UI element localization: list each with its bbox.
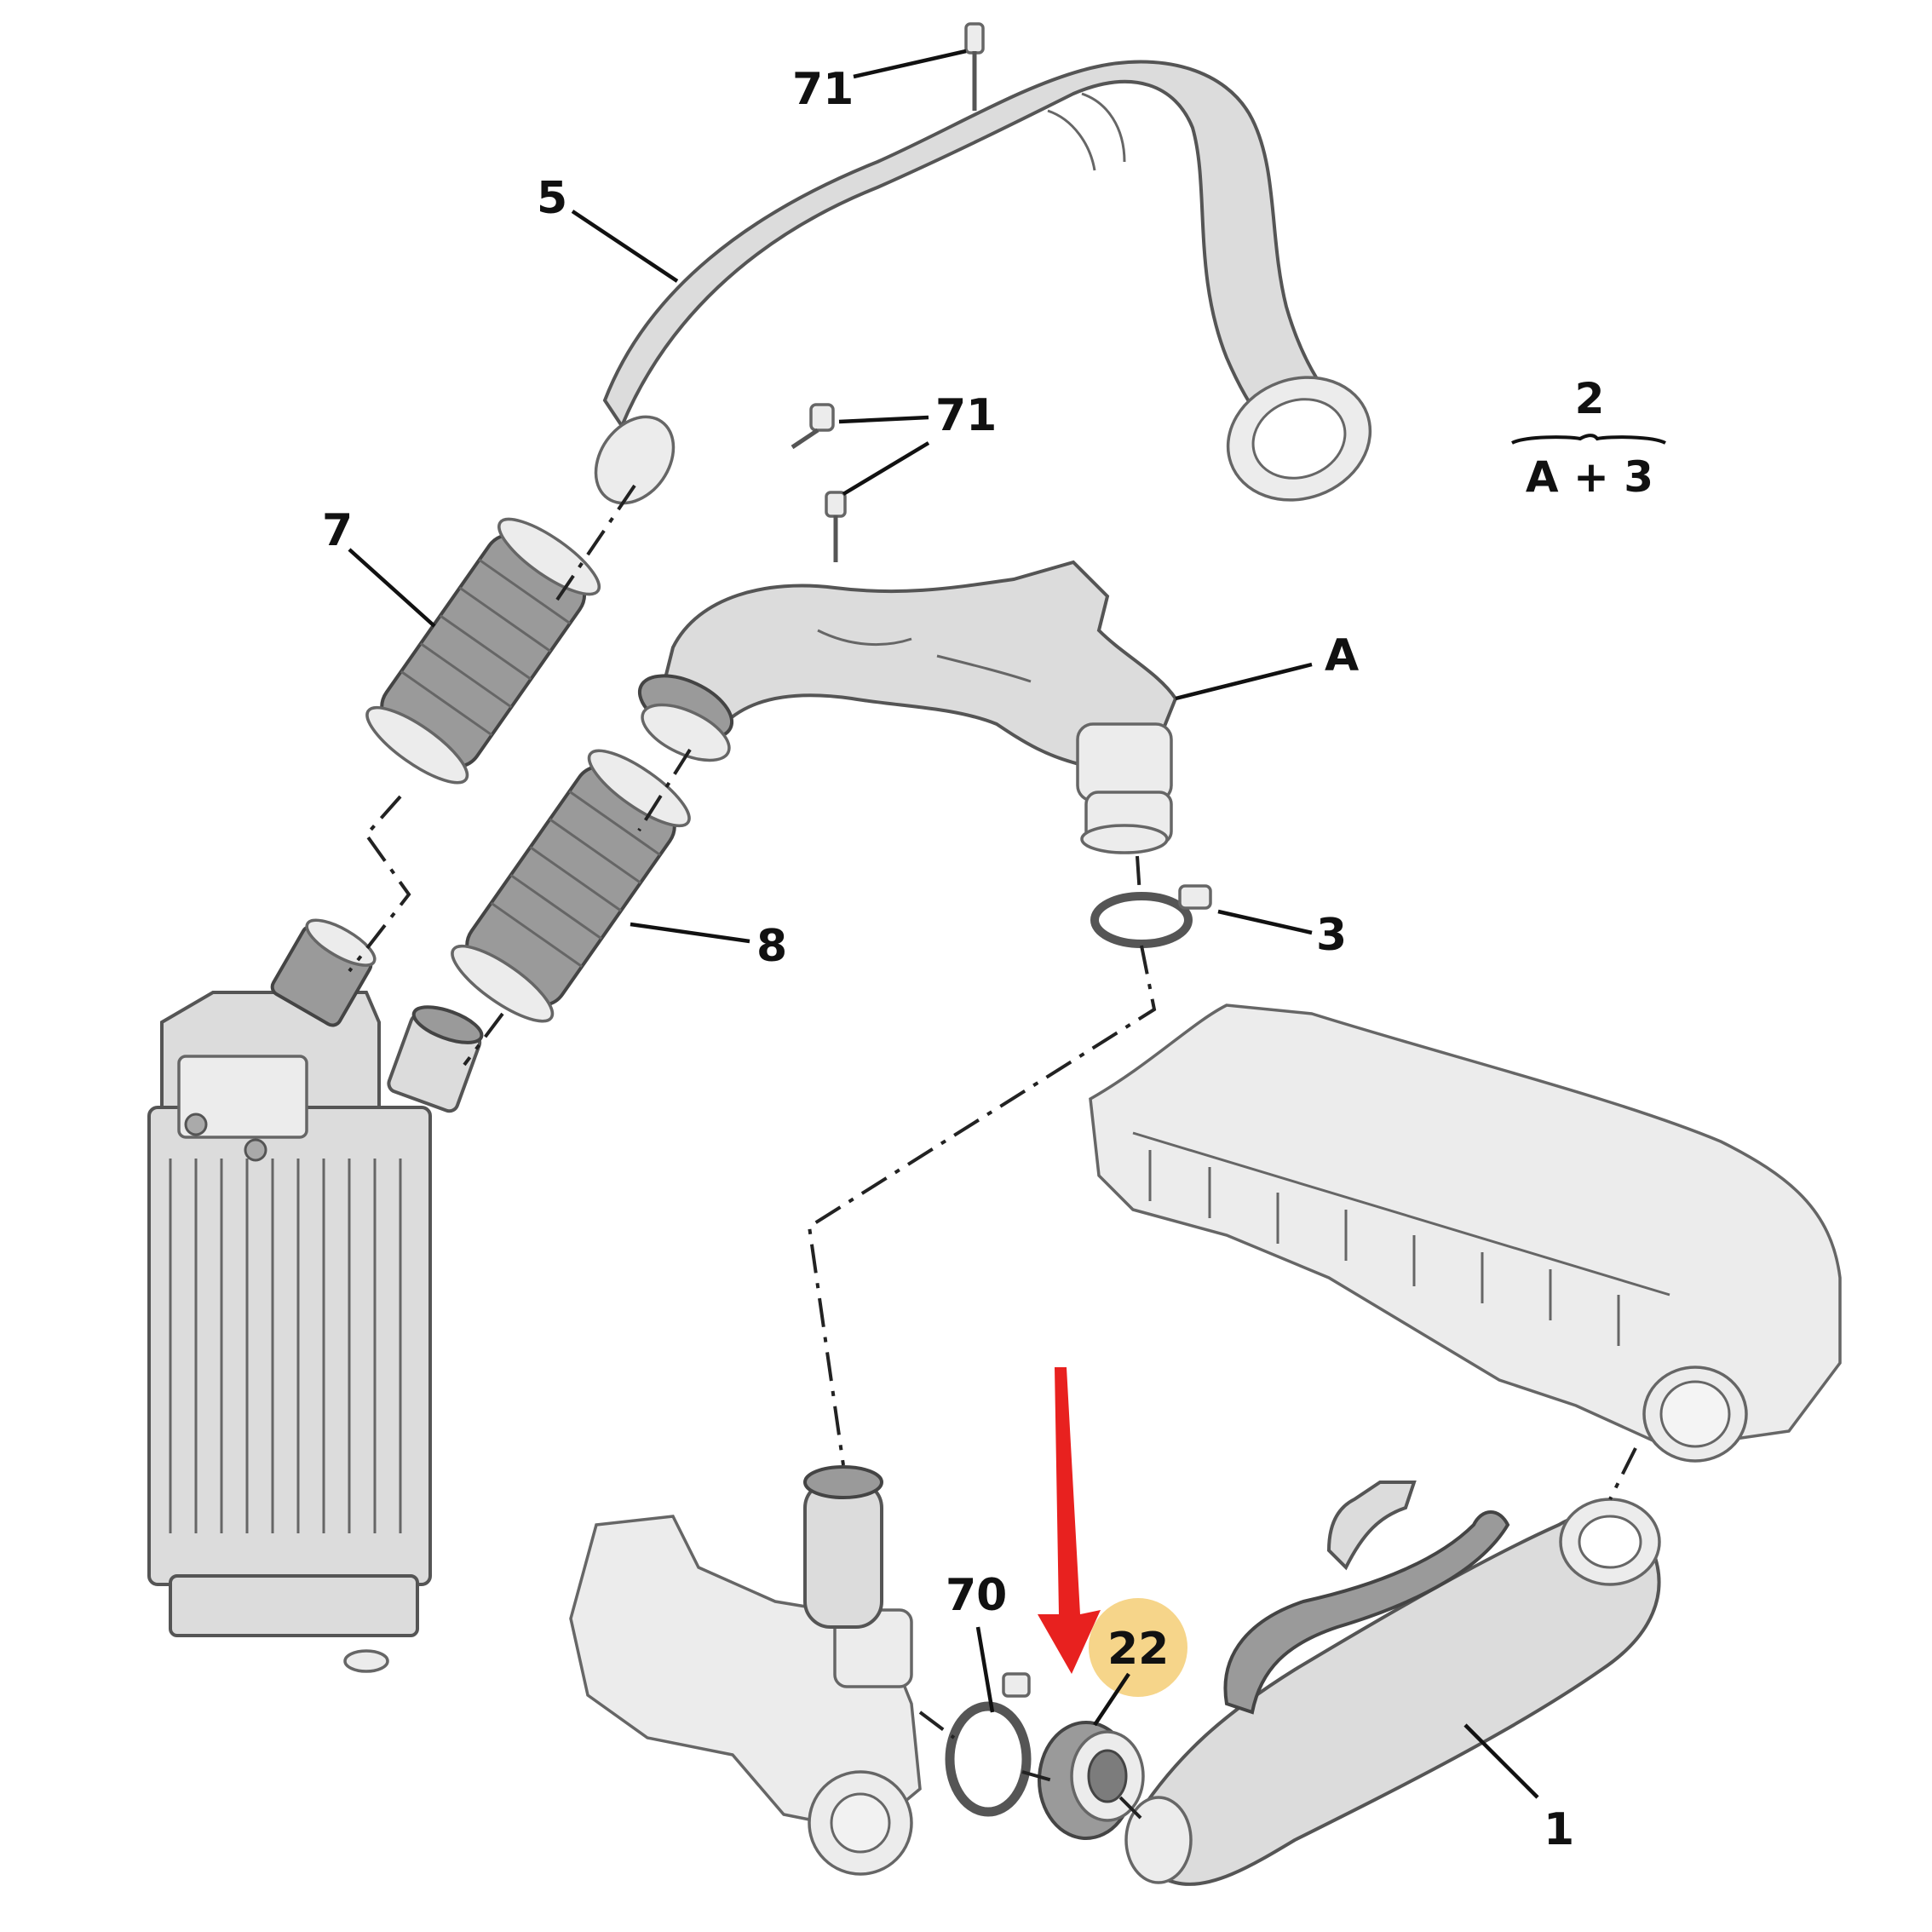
variant-legend: 2 A + 3 (1511, 374, 1666, 502)
upper-intake-pipe (594, 60, 1372, 505)
bolt-mid (791, 403, 835, 450)
callout-22: 22 (1107, 1624, 1169, 1675)
callout-71-top: 71 (792, 64, 854, 115)
bolt-top (964, 22, 985, 111)
callout-5: 5 (537, 173, 567, 224)
air-filter-housing (1089, 1003, 1842, 1463)
legend-fraction-bar (1511, 434, 1666, 445)
callout-7: 7 (322, 505, 353, 556)
intercooler (147, 918, 484, 1673)
callout-8: 8 (756, 921, 787, 972)
clamp-3 (1090, 884, 1212, 948)
bellows-hose-7 (365, 517, 601, 785)
turbo-inlet-pipe-1 (1124, 1481, 1661, 1886)
connection-lines (348, 484, 1637, 1825)
legend-denominator: A + 3 (1526, 452, 1653, 502)
callout-3: 3 (1316, 910, 1347, 961)
legend-numerator: 2 (1575, 374, 1605, 423)
red-arrow-indicator (1038, 1367, 1101, 1674)
clamp-70 (945, 1672, 1032, 1817)
seal-22 (1038, 1721, 1145, 1840)
turbocharger (569, 1465, 922, 1876)
callout-71-mid: 71 (935, 390, 997, 441)
callout-70: 70 (946, 1570, 1007, 1621)
bolt-lower (825, 491, 847, 562)
callout-1: 1 (1544, 1804, 1574, 1855)
callout-a: A (1325, 630, 1359, 681)
leader-lines (348, 49, 1539, 1799)
bellows-hose-8 (451, 749, 691, 1023)
air-duct-a (637, 560, 1178, 854)
callout-22-highlight (1089, 1598, 1187, 1697)
